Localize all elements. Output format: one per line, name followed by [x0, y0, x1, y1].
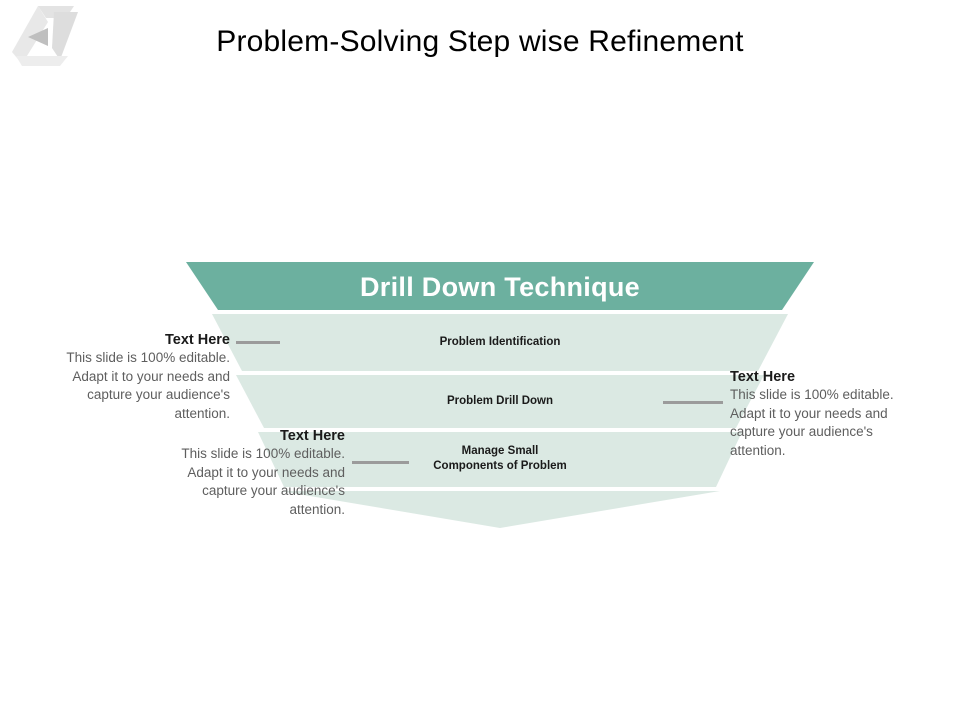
callout-2-title: Text Here [730, 369, 796, 385]
callout-connector-1 [236, 341, 280, 344]
callout-3: Text Here This slide is 100% editable. A… [175, 427, 345, 519]
page-title: Problem-Solving Step wise Refinement [216, 25, 744, 58]
triangle-play-logo [8, 4, 84, 70]
callout-1-title: Text Here [164, 332, 230, 348]
callout-connector-3 [352, 461, 409, 464]
funnel-band-1-shape [212, 314, 788, 371]
callout-connector-2 [663, 401, 723, 404]
funnel-tip-shape [280, 491, 720, 528]
funnel-band-3-shape [258, 432, 742, 487]
callout-3-body: This slide is 100% editable. Adapt it to… [181, 446, 345, 517]
callout-2: Text Here This slide is 100% editable. A… [730, 368, 905, 460]
callout-1-body: This slide is 100% editable. Adapt it to… [66, 350, 230, 421]
callout-2-body: This slide is 100% editable. Adapt it to… [730, 387, 894, 458]
callout-1: Text Here This slide is 100% editable. A… [60, 331, 230, 423]
callout-3-title: Text Here [279, 428, 345, 444]
funnel-header-shape [186, 262, 814, 310]
funnel-band-2-shape [236, 375, 764, 428]
